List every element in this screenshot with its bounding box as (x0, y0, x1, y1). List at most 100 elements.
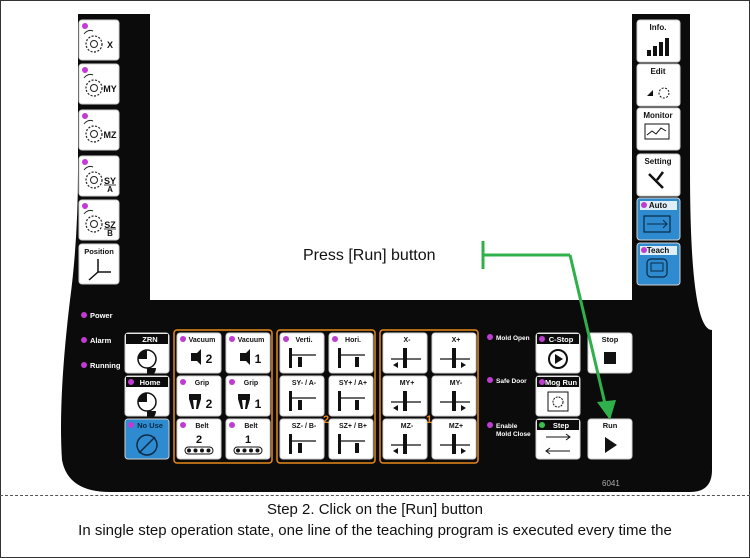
status-led (487, 377, 493, 383)
status-led (539, 379, 545, 385)
status-led (82, 67, 88, 73)
key-title-strip (537, 420, 579, 430)
verti-button[interactable]: Verti. (279, 332, 325, 374)
axis-sz-b-button[interactable]: SZB (78, 199, 120, 241)
axis-move-icon (289, 348, 316, 368)
sz-minus-b-minus-button[interactable]: SZ- / B- (279, 418, 325, 460)
belt-1-button[interactable]: Belt 1 (225, 418, 271, 460)
key-label: Mog Run (545, 378, 577, 387)
key-label: Position (84, 247, 114, 256)
grip-icon (189, 394, 201, 409)
mz-minus-button[interactable]: MZ- (382, 418, 428, 460)
monitor-button[interactable]: Monitor (636, 107, 681, 151)
key-label: Step (553, 421, 570, 430)
key-label: SZ (104, 220, 116, 230)
key-label: Belt (244, 423, 258, 430)
axis-move-icon (338, 348, 365, 368)
step-button[interactable]: Step (535, 418, 581, 460)
key-label: Vacuum (189, 337, 216, 344)
teach-button[interactable]: Teach (636, 242, 681, 286)
sy-plus-a-plus-button[interactable]: SY+ / A+ (328, 375, 374, 417)
grip-1-button[interactable]: Grip 1 (225, 375, 271, 417)
key-label: MY- (450, 380, 463, 387)
auto-button[interactable]: Auto (636, 197, 681, 241)
key-label: 1 (255, 397, 262, 411)
axis-move-icon (391, 391, 421, 411)
vacuum-icon (240, 349, 250, 365)
c-stop-button[interactable]: C-Stop (535, 332, 581, 374)
status-led (81, 312, 87, 318)
key-label: 1 (245, 434, 251, 446)
key-label: Belt (195, 423, 209, 430)
edit-button[interactable]: Edit (636, 63, 681, 107)
dial-icon (83, 73, 103, 97)
axis-move-icon (440, 348, 470, 368)
indicator-safe-door: Safe Door (487, 377, 527, 385)
mog-run-button[interactable]: Mog Run (535, 375, 581, 417)
status-led (82, 203, 88, 209)
key-label: Monitor (643, 111, 672, 120)
monitor-icon (644, 123, 670, 140)
stop-icon (604, 352, 616, 364)
status-led (539, 336, 545, 342)
my-minus-button[interactable]: MY- (431, 375, 477, 417)
x-minus-button[interactable]: X- (382, 332, 428, 374)
key-group-frame (379, 329, 479, 464)
key-label: Teach (647, 246, 670, 255)
axis-my-button[interactable]: MY (78, 63, 120, 105)
home-icon (137, 392, 157, 420)
run-button[interactable]: Run (587, 418, 633, 460)
key-label: MZ (104, 130, 117, 140)
key-label: Vacuum (238, 337, 265, 344)
key-label: SZ- / B- (292, 423, 317, 430)
key-label: Mold Close (496, 431, 531, 438)
mog-run-icon (547, 391, 569, 412)
zrn-button[interactable]: ZRN (124, 332, 170, 377)
key-label: MZ+ (449, 423, 463, 430)
key-group-frame (276, 329, 376, 464)
status-led (332, 336, 338, 342)
no-use-button[interactable]: No Use (124, 418, 170, 460)
callout-arrowhead (597, 400, 616, 420)
key-label: Enable (496, 423, 518, 430)
sy-minus-a-minus-button[interactable]: SY- / A- (279, 375, 325, 417)
axis-move-icon (289, 434, 316, 454)
key-label: Running (90, 361, 121, 370)
axis-mz-button[interactable]: MZ (78, 109, 120, 151)
key-label: MY+ (400, 380, 415, 387)
x-plus-button[interactable]: X+ (431, 332, 477, 374)
status-led (180, 336, 186, 342)
axis-x-button[interactable]: X (78, 19, 120, 61)
key-label: X (107, 40, 113, 50)
indicator-mold-open: Mold Open (487, 334, 530, 342)
key-label: Power (90, 311, 113, 320)
axis-move-icon (338, 391, 365, 411)
key-label: Grip (244, 380, 258, 387)
key-label: Alarm (90, 336, 112, 345)
mz-plus-button[interactable]: MZ+ (431, 418, 477, 460)
dial-icon (83, 29, 103, 53)
callout-text: Press [Run] button (303, 247, 436, 264)
key-label: Safe Door (496, 378, 527, 385)
key-label: Verti. (295, 337, 312, 344)
setting-button[interactable]: Setting (636, 153, 681, 197)
status-led (82, 23, 88, 29)
key-title-strip (640, 201, 677, 210)
hori-button[interactable]: Hori. (328, 332, 374, 374)
sz-plus-b-plus-button[interactable]: SZ+ / B+ (328, 418, 374, 460)
axis-move-icon (440, 434, 470, 454)
info-button[interactable]: Info. (636, 19, 681, 63)
key-label: MZ- (401, 423, 414, 430)
my-plus-button[interactable]: MY+ (382, 375, 428, 417)
vacuum-icon (191, 349, 201, 365)
position-button[interactable]: Position (78, 243, 120, 285)
axis-sy-a-button[interactable]: SYA (78, 155, 120, 197)
key-label: 2 (323, 414, 329, 426)
home-button[interactable]: Home (124, 375, 170, 420)
status-led (229, 422, 235, 428)
stop-button[interactable]: Stop (587, 332, 633, 374)
